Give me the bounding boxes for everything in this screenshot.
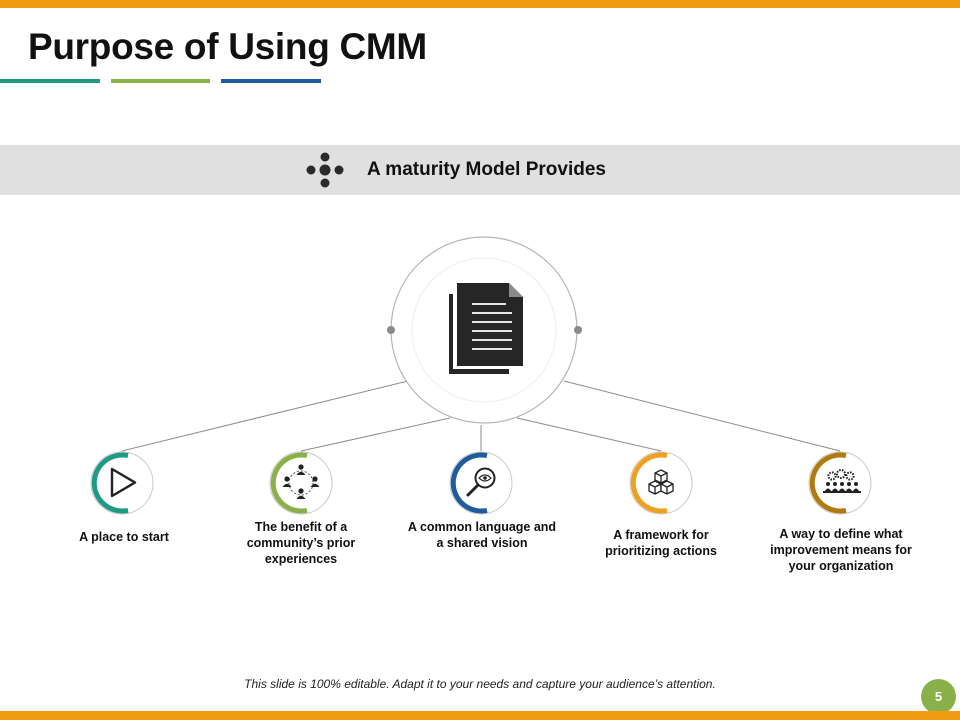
item-3-label: A common language and a shared vision: [407, 520, 557, 550]
item-1-badge: [90, 451, 154, 515]
gears-team-icon: [823, 469, 861, 493]
cubes-icon: [648, 469, 674, 495]
connector-line-2: [300, 417, 451, 452]
item-5-label: A way to define what improvement means f…: [770, 527, 912, 573]
eye-magnifier-icon: [466, 467, 496, 497]
cluster-dots-icon: [306, 152, 344, 188]
documents-icon: [449, 283, 523, 374]
item-1-label: A place to start: [79, 530, 169, 544]
title-underline-green: [111, 79, 210, 83]
item-5-badge: [808, 451, 872, 515]
connector-line-5: [563, 380, 841, 452]
connector-line-1: [121, 380, 409, 452]
bottom-accent-bar: [0, 711, 960, 720]
people-network-icon: [282, 464, 320, 499]
banner: [0, 145, 960, 195]
page-number-badge: 5: [921, 679, 956, 714]
item-4-label: A framework for prioritizing actions: [605, 528, 717, 558]
item-2-label: The benefit of a community’s prior exper…: [246, 520, 356, 566]
item-2-badge: [269, 451, 333, 515]
connector-line-4: [516, 417, 662, 452]
footer-note: This slide is 100% editable. Adapt it to…: [244, 677, 716, 691]
top-accent-bar: [0, 0, 960, 8]
item-3-badge: [449, 451, 513, 515]
item-4-badge: [629, 451, 693, 515]
title-underline-teal: [0, 79, 100, 83]
banner-heading: A maturity Model Provides: [367, 159, 606, 180]
play-triangle-icon: [110, 467, 137, 498]
slide-title: Purpose of Using CMM: [28, 26, 427, 67]
title-underline-blue: [221, 79, 321, 83]
